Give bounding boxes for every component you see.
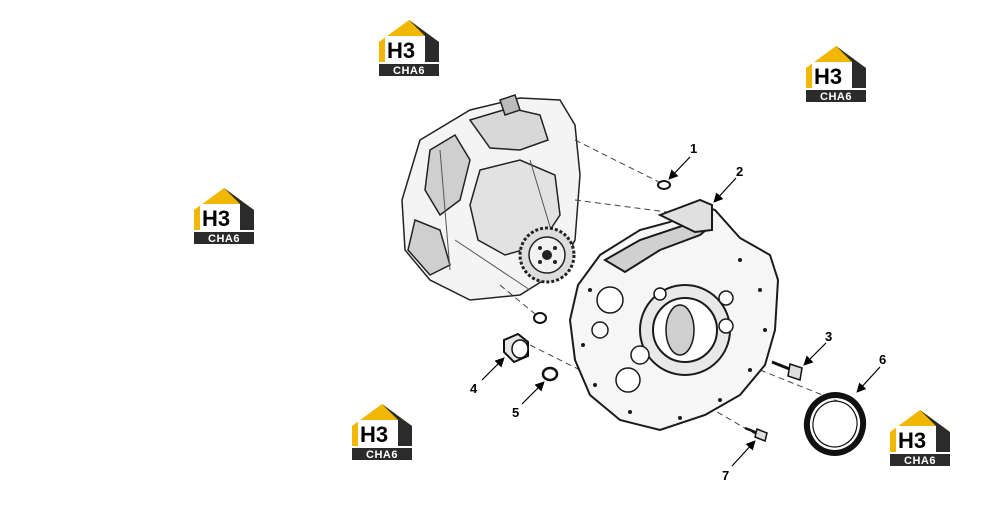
house-logo-icon: H3 CHA6 bbox=[806, 46, 866, 103]
watermark-logo: H3 CHA6 bbox=[190, 184, 262, 246]
watermark-letters: H3 bbox=[360, 422, 388, 447]
callout-1: 1 bbox=[690, 141, 697, 156]
flywheel-housing bbox=[568, 198, 780, 432]
watermark-logo: H3 CHA6 bbox=[886, 406, 958, 468]
watermark-letters: H3 bbox=[387, 38, 415, 63]
callout-2: 2 bbox=[736, 164, 743, 179]
watermark-logo: H3 CHA6 bbox=[375, 16, 447, 78]
callout-7: 7 bbox=[722, 468, 729, 483]
house-logo-icon: H3 CHA6 bbox=[194, 188, 254, 245]
callout-labels: 1 2 3 4 5 6 7 bbox=[470, 141, 886, 483]
watermark-letters: H3 bbox=[814, 64, 842, 89]
callout-3: 3 bbox=[825, 329, 832, 344]
watermark-subtitle: CHA6 bbox=[208, 233, 240, 245]
engine-block bbox=[401, 94, 581, 301]
part-oring-5 bbox=[541, 366, 559, 382]
watermark-logo: H3 CHA6 bbox=[348, 400, 420, 462]
callout-leaders bbox=[481, 156, 881, 467]
watermark-letters: H3 bbox=[898, 428, 926, 453]
callout-6: 6 bbox=[879, 352, 886, 367]
watermark-subtitle: CHA6 bbox=[820, 91, 852, 103]
house-logo-icon: H3 CHA6 bbox=[890, 410, 950, 467]
watermark-subtitle: CHA6 bbox=[393, 65, 425, 77]
watermark-letters: H3 bbox=[202, 206, 230, 231]
watermark-subtitle: CHA6 bbox=[366, 449, 398, 461]
part-plug-4 bbox=[503, 332, 529, 364]
watermark-subtitle: CHA6 bbox=[904, 455, 936, 467]
part-seal-6 bbox=[803, 392, 867, 456]
part-bolt-3 bbox=[771, 360, 803, 381]
house-logo-icon: H3 CHA6 bbox=[352, 404, 412, 461]
house-logo-icon: H3 CHA6 bbox=[379, 20, 439, 77]
callout-4: 4 bbox=[470, 381, 478, 396]
part-dowel-1 bbox=[657, 180, 671, 190]
callout-5: 5 bbox=[512, 405, 519, 420]
camshaft-gear bbox=[518, 226, 576, 284]
part-dowel-lower bbox=[533, 312, 547, 324]
watermark-logo: H3 CHA6 bbox=[802, 42, 874, 104]
part-bolt-7 bbox=[744, 426, 768, 443]
